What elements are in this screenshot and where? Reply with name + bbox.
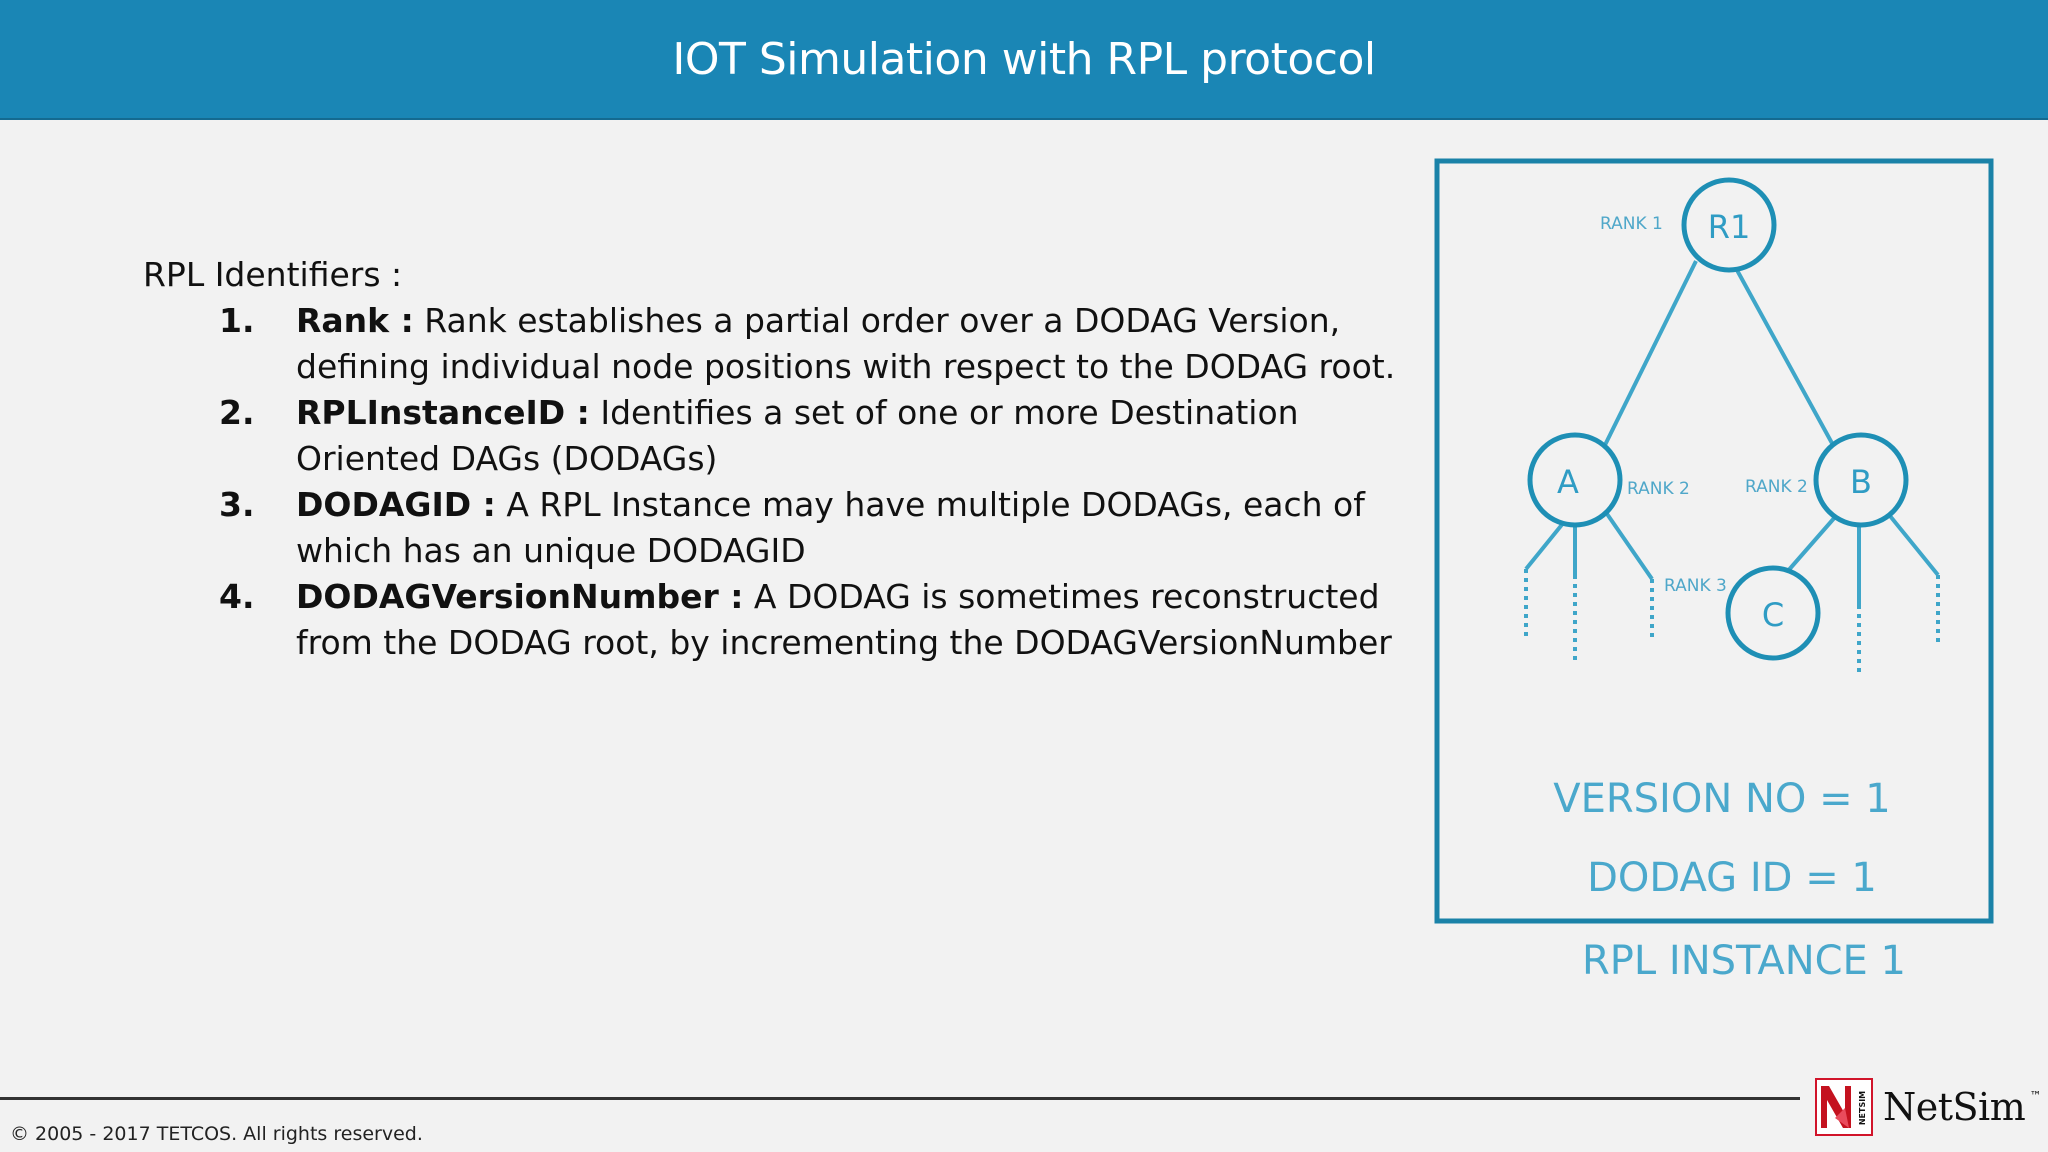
rank-label-c: RANK 3 <box>1664 576 1727 596</box>
node-r1-label: R1 <box>1708 208 1751 246</box>
node-r1-circle <box>1681 177 1777 273</box>
edge-r1-b <box>1730 260 1835 446</box>
list-number: 1. <box>219 301 255 340</box>
rank-label-r1: RANK 1 <box>1600 214 1663 234</box>
edge-b-c <box>1785 514 1838 574</box>
identifier-list: 1. Rank : Rank establishes a partial ord… <box>143 298 1403 666</box>
node-c-circle <box>1725 565 1821 661</box>
list-text: A RPL Instance may have multiple DODAGs,… <box>296 485 1365 570</box>
node-r1: R1 <box>1681 177 1777 273</box>
edge-b-right-stub <box>1884 509 1940 577</box>
node-c-label: C <box>1762 596 1784 634</box>
edge-a-right-stub <box>1603 509 1654 581</box>
node-c: C <box>1725 565 1821 661</box>
dodag-diagram-svg: R1 A B C RANK 1 RANK 2 RANK 2 RANK 3 VER… <box>1434 158 1994 984</box>
logo-mark-accent-shape <box>1835 1108 1849 1128</box>
content-body: RPL Identifiers : 1. Rank : Rank establi… <box>143 252 1403 666</box>
instance-frame <box>1434 158 1994 924</box>
list-term: DODAGVersionNumber : <box>296 577 744 616</box>
logo-word-text: NetSim <box>1883 1085 2026 1129</box>
logo-mark-side-text: NETSIM <box>1858 1091 1867 1125</box>
node-b: B <box>1813 432 1909 528</box>
node-a-circle <box>1527 432 1623 528</box>
logo-trademark: ™ <box>2029 1089 2042 1103</box>
list-item: 1. Rank : Rank establishes a partial ord… <box>143 298 1403 390</box>
intro-text: RPL Identifiers : <box>143 255 403 294</box>
netsim-logo: NETSIM NetSim ™ <box>1815 1073 2045 1141</box>
netsim-logo-mark-svg: NETSIM <box>1815 1078 1873 1136</box>
list-text: Identifies a set of one or more Destinat… <box>296 393 1299 478</box>
slide-title: IOT Simulation with RPL protocol <box>672 33 1376 85</box>
footer-divider <box>0 1097 1800 1100</box>
list-term: RPLInstanceID : <box>296 393 590 432</box>
node-b-label: B <box>1850 463 1872 501</box>
rank-label-b: RANK 2 <box>1745 477 1808 497</box>
node-a: A <box>1527 432 1623 528</box>
list-text: Rank establishes a partial order over a … <box>296 301 1396 386</box>
netsim-logo-mark-icon: NETSIM <box>1815 1078 1873 1136</box>
list-item: 2. RPLInstanceID : Identifies a set of o… <box>143 390 1403 482</box>
list-item: 3. DODAGID : A RPL Instance may have mul… <box>143 482 1403 574</box>
list-term: DODAGID : <box>296 485 496 524</box>
list-item: 4. DODAGVersionNumber : A DODAG is somet… <box>143 574 1403 666</box>
node-a-label: A <box>1557 463 1579 501</box>
copyright-text: © 2005 - 2017 TETCOS. All rights reserve… <box>10 1123 423 1145</box>
list-number: 4. <box>219 577 255 616</box>
list-text: A DODAG is sometimes reconstructed from … <box>296 577 1392 662</box>
edge-r1-a <box>1603 260 1698 446</box>
node-b-circle <box>1813 432 1909 528</box>
logo-wordmark: NetSim ™ <box>1883 1085 2042 1129</box>
rpl-instance-text: RPL INSTANCE 1 <box>1582 938 1906 984</box>
list-number: 2. <box>219 393 255 432</box>
dodag-diagram: R1 A B C RANK 1 RANK 2 RANK 2 RANK 3 VER… <box>1430 155 2000 995</box>
list-number: 3. <box>219 485 255 524</box>
title-bar: IOT Simulation with RPL protocol <box>0 0 2048 120</box>
version-number-text: VERSION NO = 1 <box>1553 776 1891 822</box>
dodag-id-text: DODAG ID = 1 <box>1587 855 1877 901</box>
list-term: Rank : <box>296 301 414 340</box>
rank-label-a: RANK 2 <box>1627 479 1690 499</box>
